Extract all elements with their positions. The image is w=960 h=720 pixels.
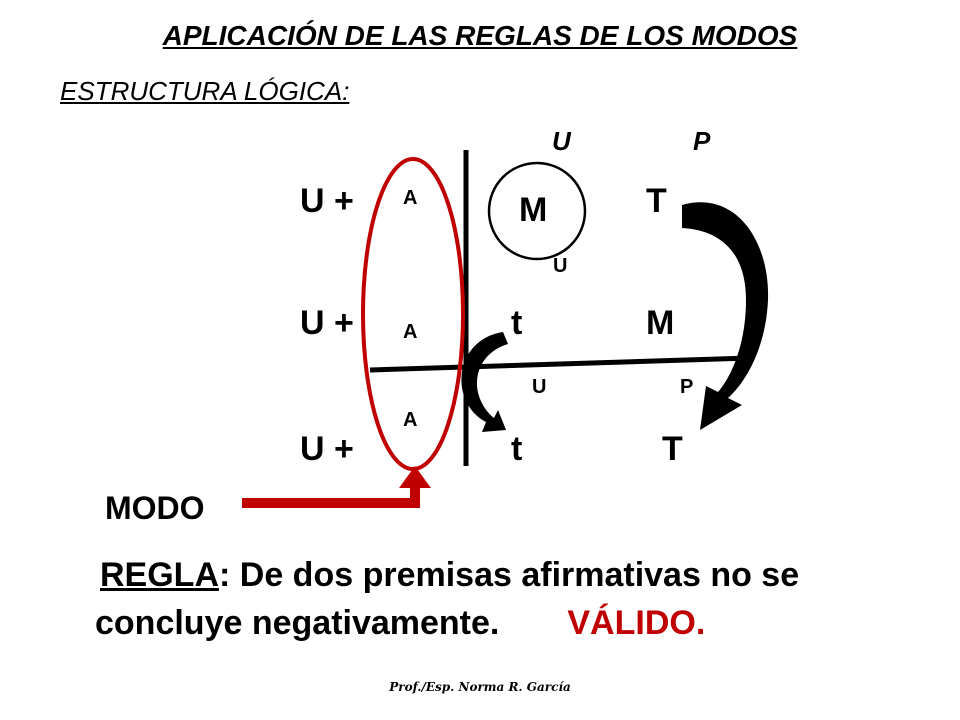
row3-predicate: T [662,430,683,468]
footer-author: Prof./Esp. Norma R. García [389,680,571,694]
top-label-u: U [552,126,571,156]
rule-label: REGLA [100,556,219,594]
row1-predicate: T [646,182,667,220]
middle-term-circle [487,161,587,261]
row1-mood: A [403,187,418,209]
row3-subject: t [511,430,523,468]
verdict-label: VÁLIDO. [567,604,706,642]
row3-mood: A [403,409,418,431]
modo-arrow [242,484,420,508]
row2-subject: t [511,304,523,342]
rule-text: : De dos premisas afirmativas no se [219,556,800,594]
m-predicate-distribution: P [680,376,694,398]
row2-mood: A [403,321,418,343]
modo-label: MODO [105,490,205,526]
subject-arrow [461,332,508,432]
slide-subtitle: ESTRUCTURA LÓGICA: [60,76,350,106]
conclusion-line [369,355,751,373]
row2-predicate: M [646,304,675,342]
top-label-p: P [693,126,711,156]
rule-line-2: concluye negativamente. VÁLIDO. [95,606,705,640]
rule-line-1: REGLA: De dos premisas afirmativas no se [100,558,799,592]
predicate-arrow [682,202,769,430]
row1-quantifier: U + [300,182,354,220]
m-distribution: U [553,255,568,277]
row3-quantifier: U + [300,430,354,468]
row1-subject: M [519,191,548,229]
modo-arrowhead [399,466,431,488]
row2-quantifier: U + [300,304,354,342]
rule-conclusion: concluye negativamente. [95,604,500,642]
t-distribution: U [532,376,547,398]
slide-title: APLICACIÓN DE LAS REGLAS DE LOS MODOS [162,20,798,51]
